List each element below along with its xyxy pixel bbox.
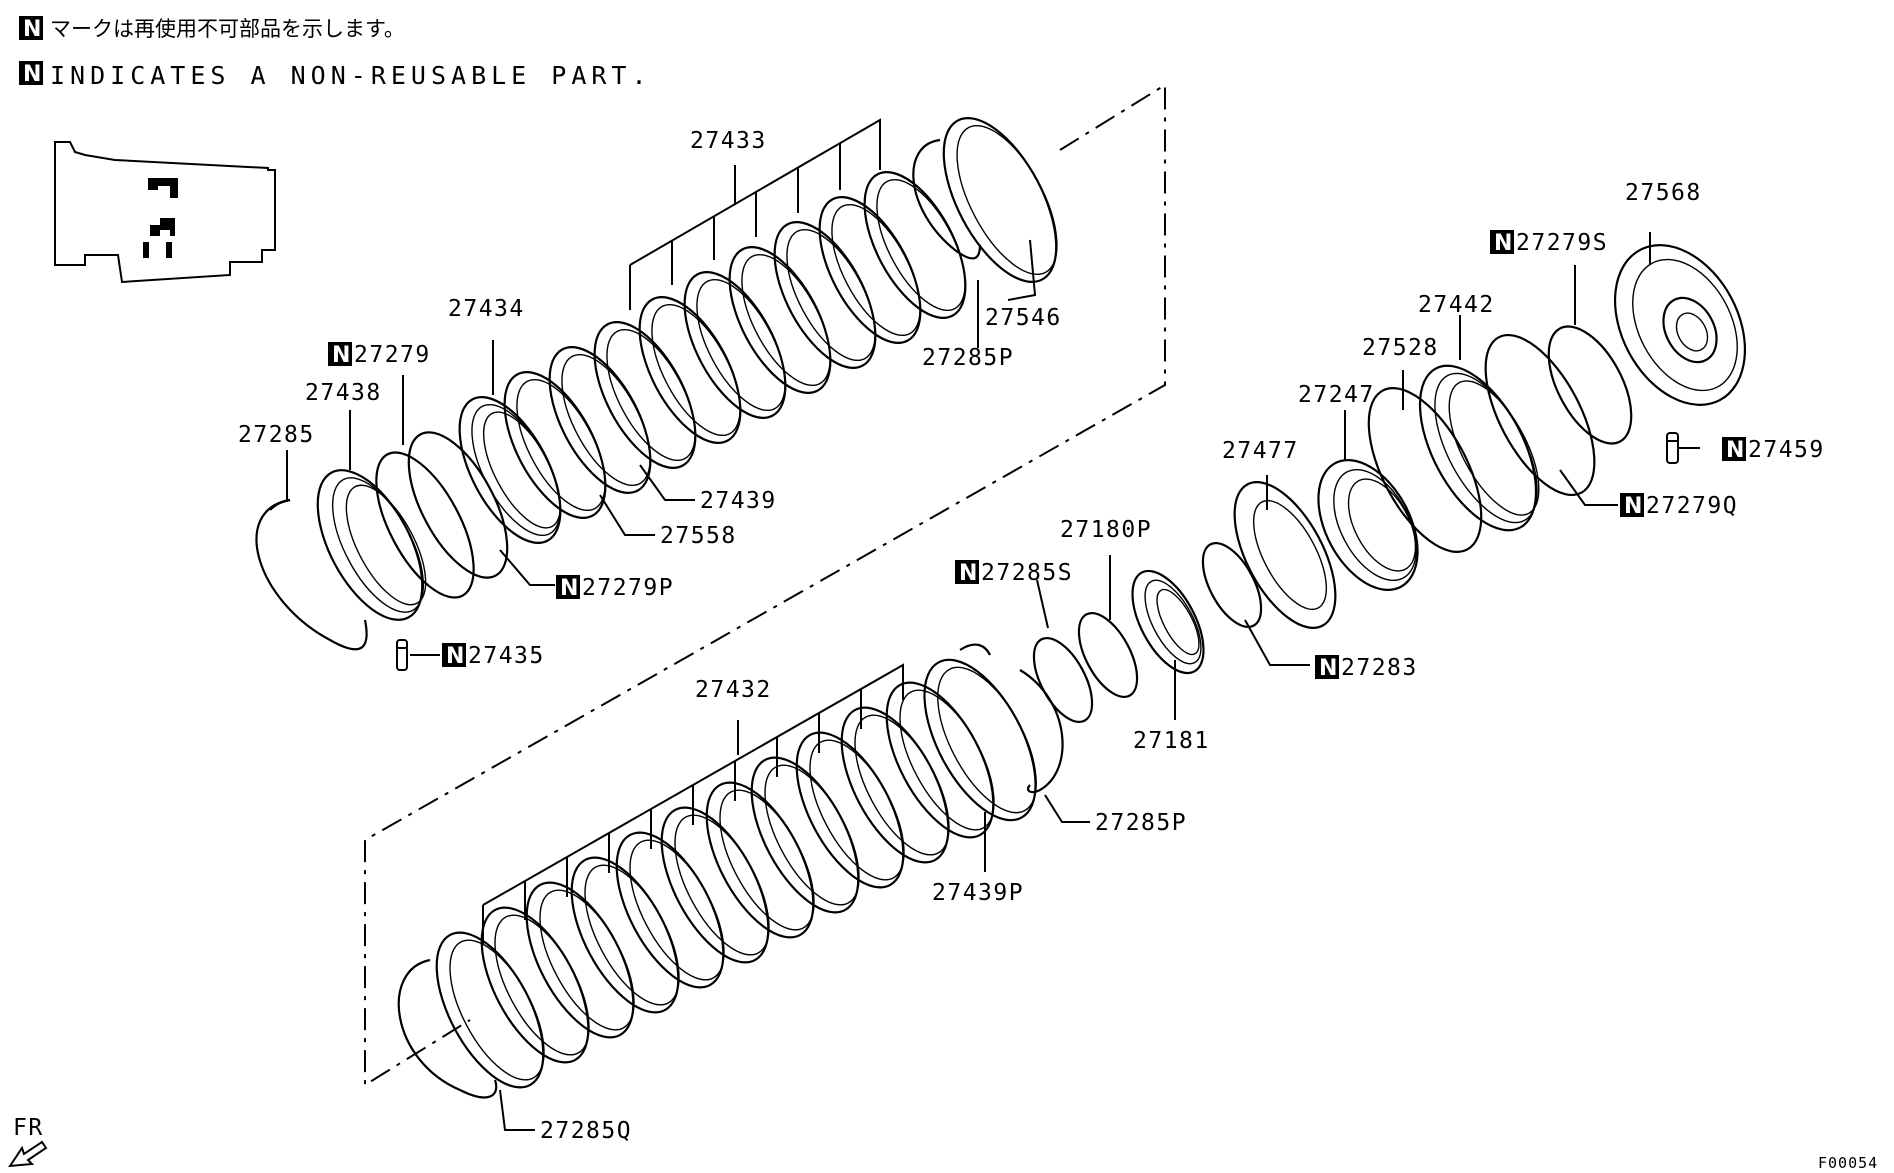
ring-27439 [548,346,652,494]
upper-clutch-pack [255,117,1058,651]
lower-clutch-pack [397,643,1064,1099]
seal-27279Q [1484,333,1596,497]
svg-text:27279: 27279 [354,342,431,368]
part-labels: 27433 27546 27285P 27434 N 27279 27438 2… [238,128,1825,1144]
plug-27459-icon [1666,432,1679,464]
part-label-27285P-bottom: 27285P [1095,810,1187,836]
svg-text:N: N [560,576,578,601]
part-label-27433: 27433 [690,128,767,154]
seal-27279 [375,451,475,599]
svg-text:27285S: 27285S [981,560,1073,586]
direction-label: FR [13,1115,44,1141]
svg-text:27283: 27283 [1341,655,1418,681]
part-label-27432: 27432 [695,677,772,703]
right-assembly [1317,244,1747,591]
washer-27477 [1233,481,1337,629]
svg-text:27279Q: 27279Q [1646,493,1738,519]
part-label-27442: 27442 [1418,292,1495,318]
snap-ring-27285 [255,498,368,651]
part-label-27279: N 27279 [328,342,431,368]
snap-ring-27285P-bottom [1019,669,1064,794]
part-label-27528: 27528 [1362,335,1439,361]
part-label-27438: 27438 [305,380,382,406]
plug-27435-icon [396,639,408,671]
dash-dot-boundary-upper [364,83,1166,1087]
hub-27247 [1317,459,1419,591]
part-label-27434: 27434 [448,296,525,322]
bearing-27181 [1131,569,1205,675]
svg-text:27459: 27459 [1748,437,1825,463]
part-label-27546: 27546 [985,305,1062,331]
ring-27546 [942,117,1058,283]
svg-text:27279P: 27279P [582,575,674,601]
part-label-27477: 27477 [1222,438,1299,464]
part-label-27283: N 27283 [1315,655,1418,681]
part-label-27285Q: 27285Q [540,1118,632,1144]
part-label-27285: 27285 [238,422,315,448]
ring-27434 [458,396,562,544]
part-label-27279Q: N 27279Q [1620,493,1738,519]
ring-27283 [1201,541,1263,629]
part-label-27181: 27181 [1133,728,1210,754]
retainer-27568 [1613,244,1747,406]
leader-lines [286,118,1700,1131]
svg-text:INDICATES A NON-REUSABLE PART.: INDICATES A NON-REUSABLE PART. [50,61,652,90]
svg-text:N: N [332,343,350,368]
svg-text:N: N [23,62,41,87]
part-label-27180P: 27180P [1060,517,1152,543]
ring-27528 [1367,387,1483,553]
transmission-thumbnail-icon [54,141,276,284]
note-english: N INDICATES A NON-REUSABLE PART. [19,61,652,90]
ring-27285S [1032,636,1094,724]
part-label-27247: 27247 [1298,382,1375,408]
ring-27180P [1077,611,1139,699]
svg-text:マークは再使用不可部品を示します。: マークは再使用不可部品を示します。 [50,17,405,41]
svg-text:N: N [1624,494,1642,519]
figure-code: F00054 [1818,1154,1878,1172]
part-label-27279S: N 27279S [1490,230,1608,256]
svg-text:N: N [446,644,464,669]
svg-text:N: N [1726,438,1744,463]
part-label-27285S: N 27285S [955,560,1073,586]
part-label-27439P: 27439P [932,880,1024,906]
ring-27438 [316,469,424,621]
svg-text:N: N [1494,231,1512,256]
seal-27279S [1547,325,1633,445]
svg-text:27279S: 27279S [1516,230,1608,256]
part-label-27568: 27568 [1625,180,1702,206]
part-label-27558: 27558 [660,523,737,549]
front-arrow-icon [8,1140,48,1168]
part-label-27439: 27439 [700,488,777,514]
part-label-27279P: N 27279P [556,575,674,601]
part-label-27285P-top: 27285P [922,345,1014,371]
snap-ring-27285P-top [912,138,982,260]
piston-27442 [1418,364,1538,532]
svg-text:27435: 27435 [468,643,545,669]
center-small-parts [1032,481,1337,724]
front-direction-indicator: FR [8,1115,48,1168]
svg-text:N: N [959,561,977,586]
note-japanese: N マークは再使用不可部品を示します。 [19,16,405,42]
ring-27558 [503,371,607,519]
snap-ring-27285Q [397,958,498,1099]
part-label-27459: N 27459 [1722,437,1825,463]
part-label-27435: N 27435 [442,643,545,669]
svg-text:N: N [23,17,41,42]
svg-text:N: N [1319,656,1337,681]
